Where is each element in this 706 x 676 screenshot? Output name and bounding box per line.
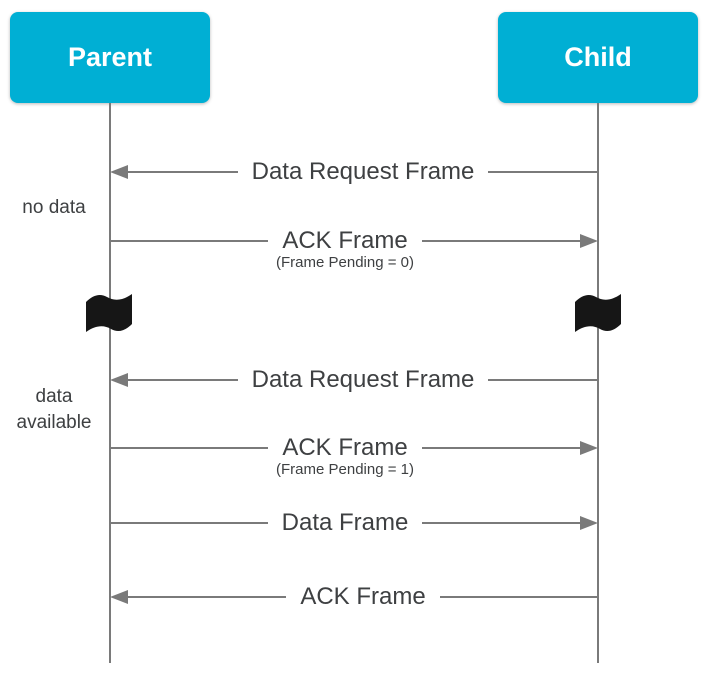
wait-flag-icon [575, 294, 621, 332]
message-sublabel: (Frame Pending = 0) [276, 254, 414, 271]
message-data-request-frame-2: Data Request Frame [110, 362, 599, 398]
message-line [488, 379, 599, 381]
actor-label-parent: Parent [67, 42, 153, 72]
actor-box-parent: Parent [10, 12, 210, 103]
side-note-no-data: no data [22, 197, 86, 218]
message-line [110, 447, 269, 449]
arrowhead-right-icon [580, 234, 599, 248]
message-label: Data Request Frame [251, 158, 475, 185]
message-line [422, 522, 581, 524]
message-ack-frame-pending-0: ACK Frame (Frame Pending = 0) [110, 223, 599, 271]
message-label: ACK Frame [300, 583, 426, 610]
message-line [110, 522, 268, 524]
message-ack-frame-final: ACK Frame [110, 579, 599, 615]
message-label: ACK Frame (Frame Pending = 1) [268, 434, 421, 478]
message-data-request-frame-1: Data Request Frame [110, 154, 599, 190]
actor-box-child: Child [498, 12, 698, 103]
message-label-text: ACK Frame [282, 227, 408, 254]
arrowhead-right-icon [580, 441, 599, 455]
message-label-text: ACK Frame [282, 434, 408, 461]
arrowhead-right-icon [580, 516, 599, 530]
arrowhead-left-icon [110, 373, 128, 387]
message-line [421, 447, 581, 449]
message-label: ACK Frame (Frame Pending = 0) [268, 227, 421, 271]
lifeline-child [597, 103, 599, 663]
message-line [128, 596, 287, 598]
arrowhead-left-icon [110, 165, 128, 179]
side-note-data-available: data available [16, 386, 92, 433]
actor-label-child: Child [564, 42, 632, 72]
message-label: Data Request Frame [251, 366, 475, 393]
wait-flag-icon [86, 294, 132, 332]
message-ack-frame-pending-1: ACK Frame (Frame Pending = 1) [110, 430, 599, 478]
arrowhead-left-icon [110, 590, 128, 604]
message-line [439, 596, 599, 598]
message-data-frame: Data Frame [110, 505, 599, 541]
message-line [128, 171, 238, 173]
message-sublabel: (Frame Pending = 1) [276, 461, 414, 478]
message-label: Data Frame [281, 509, 409, 536]
message-line [128, 379, 238, 381]
message-line [110, 240, 269, 242]
message-line [488, 171, 599, 173]
message-line [421, 240, 581, 242]
